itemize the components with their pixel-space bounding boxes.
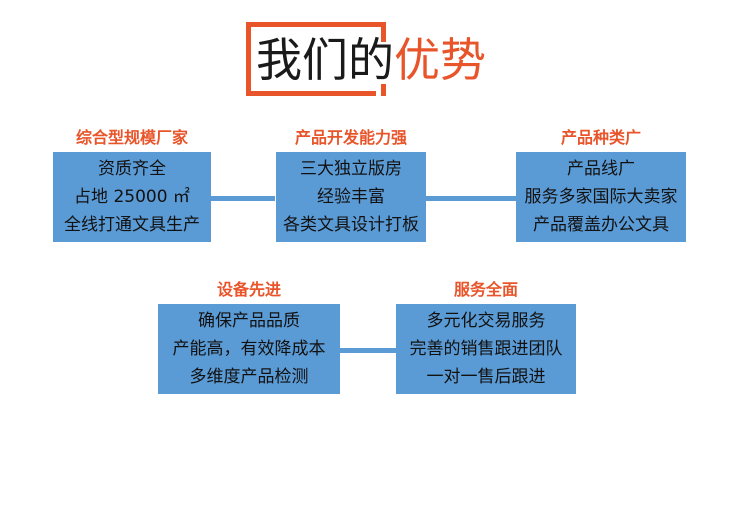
node-1-line-3: 全线打通文具生产 [64, 215, 200, 235]
node-3-line-3: 产品覆盖办公文具 [533, 215, 669, 235]
node-4-line-1: 确保产品品质 [198, 311, 300, 331]
node-2-label: 产品开发能力强 [294, 128, 407, 147]
node-2-line-2: 经验丰富 [317, 187, 385, 207]
node-5-box[interactable]: 多元化交易服务 完善的销售跟进团队 一对一售后跟进 [396, 304, 576, 394]
node-4-label: 设备先进 [216, 280, 281, 299]
connector-node1-node2 [205, 196, 275, 201]
title-prefix: 我们的 [256, 33, 394, 87]
node-1-line-1: 资质齐全 [98, 159, 166, 179]
connector-node2-node3 [425, 196, 520, 201]
node-3-label: 产品种类广 [560, 128, 641, 147]
node-1-label: 综合型规模厂家 [75, 128, 188, 147]
node-2-line-3: 各类文具设计打板 [283, 215, 419, 235]
node-2-line-1: 三大独立版房 [300, 159, 402, 179]
title-text: 我们的优势 [256, 30, 486, 90]
node-3-line-1: 产品线广 [567, 159, 635, 179]
title-accent: 优势 [394, 33, 486, 87]
page-title: 我们的优势 [240, 16, 520, 102]
connector-node4-node5 [335, 348, 400, 353]
node-5-line-3: 一对一售后跟进 [426, 367, 546, 387]
node-3-box[interactable]: 产品线广 服务多家国际大卖家 产品覆盖办公文具 [516, 152, 686, 242]
node-2-box[interactable]: 三大独立版房 经验丰富 各类文具设计打板 [276, 152, 426, 242]
node-4-box[interactable]: 确保产品品质 产能高，有效降成本 多维度产品检测 [158, 304, 340, 394]
node-1-box[interactable]: 资质齐全 占地 25000 ㎡ 全线打通文具生产 [53, 152, 211, 242]
node-4-line-3: 多维度产品检测 [189, 367, 309, 387]
node-5-label: 服务全面 [453, 280, 518, 299]
node-5-line-1: 多元化交易服务 [426, 311, 546, 331]
node-3-line-2: 服务多家国际大卖家 [524, 187, 678, 207]
node-5-line-2: 完善的销售跟进团队 [409, 339, 563, 359]
node-1-line-2: 占地 25000 ㎡ [74, 187, 190, 207]
node-4-line-2: 产能高，有效降成本 [172, 339, 326, 359]
